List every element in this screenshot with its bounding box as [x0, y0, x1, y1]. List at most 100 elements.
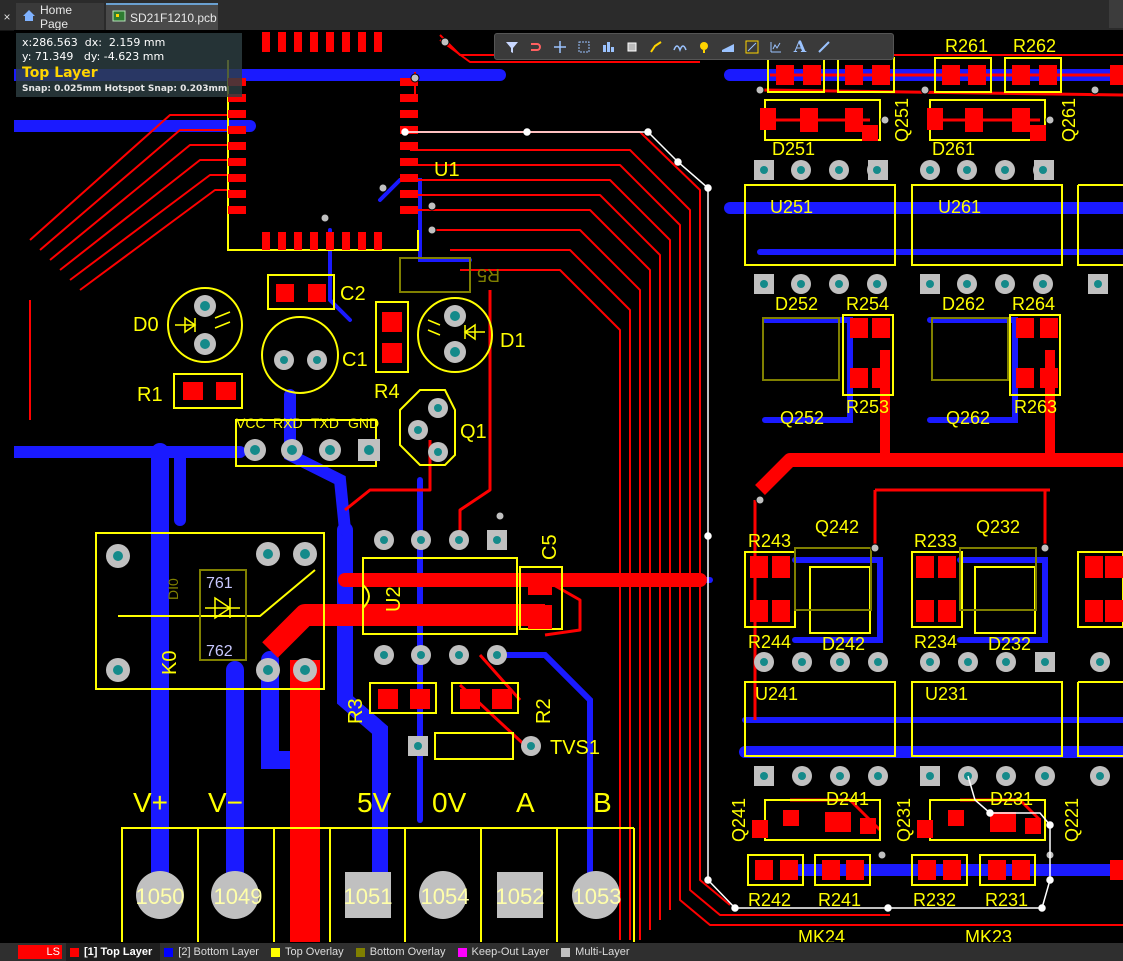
- label-r233: R233: [914, 531, 957, 551]
- label-q1: Q1: [460, 421, 487, 443]
- label-b: B: [593, 787, 612, 818]
- board-background: [14, 30, 1123, 942]
- label-r243: R243: [748, 531, 791, 551]
- label-u2: U2: [383, 586, 405, 612]
- label-r5: R5: [477, 265, 500, 285]
- label-k761: 761: [206, 575, 233, 592]
- label-q242: Q242: [815, 517, 859, 537]
- line-icon[interactable]: [813, 36, 835, 58]
- label-vcc: VCC: [236, 415, 266, 431]
- layer-tabs-bar: LS [1] Top Layer [2] Bottom Layer Top Ov…: [0, 943, 1123, 961]
- hud-dy: dy: -4.623 mm: [83, 50, 165, 63]
- layer-tab-label: [1] Top Layer: [84, 946, 153, 958]
- label-c5: C5: [539, 534, 561, 560]
- label-d0: D0: [133, 314, 159, 336]
- label-r244: R244: [748, 632, 791, 652]
- label-k0: K0: [159, 651, 181, 675]
- label-d232: D232: [988, 634, 1031, 654]
- label-pad-1051: 1051: [344, 884, 393, 909]
- label-r4: R4: [374, 381, 400, 403]
- home-icon: [22, 9, 36, 25]
- tab-home-label: Home Page: [40, 2, 73, 31]
- label-c2: C2: [340, 283, 366, 305]
- label-r234: R234: [914, 632, 957, 652]
- label-di0: DI0: [165, 578, 181, 600]
- active-bar-toolbar: A: [494, 33, 894, 60]
- label-q251: Q251: [892, 98, 912, 142]
- layer-tab-bottom-overlay[interactable]: Bottom Overlay: [352, 943, 454, 961]
- pour-icon[interactable]: [717, 36, 739, 58]
- hud-y: y: 71.349: [22, 50, 74, 63]
- diff-pair-icon[interactable]: [669, 36, 691, 58]
- label-tvs1: TVS1: [550, 737, 600, 759]
- label-q252: Q252: [780, 408, 824, 428]
- label-r241: R241: [818, 890, 861, 910]
- text-icon[interactable]: A: [793, 37, 807, 56]
- label-r231: R231: [985, 890, 1028, 910]
- pcb-canvas[interactable]: U1 C2 C1 D0 D1 R1 R4 Q1 VCC RXD TXD GND …: [14, 30, 1123, 942]
- label-a: A: [516, 787, 535, 818]
- bottom-overlay-labels: R5 DI0: [165, 265, 500, 600]
- tab-pcb-label: SD21F1210.pcb: [130, 10, 217, 25]
- label-u1: U1: [434, 159, 460, 181]
- layer-tab-label: Keep-Out Layer: [471, 946, 550, 958]
- through-hole-pads: [106, 160, 1110, 919]
- label-c1: C1: [342, 349, 368, 371]
- designator-labels: U1 C2 C1 D0 D1 R1 R4 Q1 VCC RXD TXD GND …: [133, 36, 1082, 942]
- hud-snap: Snap: 0.025mm Hotspot Snap: 0.203mm: [22, 84, 228, 94]
- vias: [320, 37, 1100, 860]
- label-r262: R262: [1013, 36, 1056, 56]
- selected-net-highlight: [401, 128, 1054, 912]
- layer-tab-top-overlay[interactable]: Top Overlay: [267, 943, 352, 961]
- label-r261: R261: [945, 36, 988, 56]
- label-u231: U231: [925, 684, 968, 704]
- label-r242: R242: [748, 890, 791, 910]
- layer-set-button[interactable]: LS: [18, 945, 62, 959]
- filter-icon[interactable]: [501, 36, 523, 58]
- crosshair-icon[interactable]: [549, 36, 571, 58]
- layer-swatch-keep-out: [457, 947, 467, 957]
- label-pad-1049: 1049: [214, 884, 263, 909]
- hud-x: x:286.563: [22, 36, 78, 49]
- smd-pads: [183, 32, 1123, 880]
- silkscreen-bottom: [199, 257, 1037, 661]
- label-q231: Q231: [894, 798, 914, 842]
- label-q221: Q221: [1062, 798, 1082, 842]
- layer-swatch-multi-layer: [561, 947, 571, 957]
- chart-icon[interactable]: [765, 36, 787, 58]
- document-tab-bar: × Home Page SD21F1210.pcb: [0, 0, 1123, 31]
- measure-icon[interactable]: [741, 36, 763, 58]
- label-pad-1053: 1053: [573, 884, 622, 909]
- layer-tab-top[interactable]: [1] Top Layer: [66, 943, 161, 961]
- close-panel-button[interactable]: ×: [3, 9, 11, 24]
- tab-home-page[interactable]: Home Page: [16, 2, 104, 31]
- component-icon[interactable]: [621, 36, 643, 58]
- highlight-icon[interactable]: [693, 36, 715, 58]
- hud-dx: dx: 2.159 mm: [84, 36, 166, 49]
- diode-symbols: [175, 311, 485, 620]
- label-d242: D242: [822, 634, 865, 654]
- label-r253: R253: [846, 397, 889, 417]
- tab-pcb-document[interactable]: SD21F1210.pcb: [106, 3, 218, 30]
- select-rect-icon[interactable]: [573, 36, 595, 58]
- label-k762: 762: [206, 643, 233, 660]
- layer-swatch-bottom-overlay: [355, 947, 365, 957]
- label-txd: TXD: [311, 415, 339, 431]
- hud-current-layer: Top Layer: [22, 65, 98, 81]
- label-u261: U261: [938, 197, 981, 217]
- layer-tab-keep-out[interactable]: Keep-Out Layer: [454, 943, 558, 961]
- label-q232: Q232: [976, 517, 1020, 537]
- layer-tab-label: Multi-Layer: [575, 946, 630, 958]
- route-icon[interactable]: [525, 36, 547, 58]
- layer-tab-bottom[interactable]: [2] Bottom Layer: [160, 943, 267, 961]
- layer-tab-multi-layer[interactable]: Multi-Layer: [557, 943, 637, 961]
- layer-tab-label: [2] Bottom Layer: [178, 946, 259, 958]
- window-menu-button[interactable]: [1109, 0, 1123, 28]
- interactive-route-icon[interactable]: [645, 36, 667, 58]
- label-rxd: RXD: [273, 415, 303, 431]
- align-icon[interactable]: [597, 36, 619, 58]
- label-mk23: MK23: [965, 927, 1012, 942]
- layer-tab-label: Top Overlay: [284, 946, 344, 958]
- label-u241: U241: [755, 684, 798, 704]
- layer-swatch-top-overlay: [270, 947, 280, 957]
